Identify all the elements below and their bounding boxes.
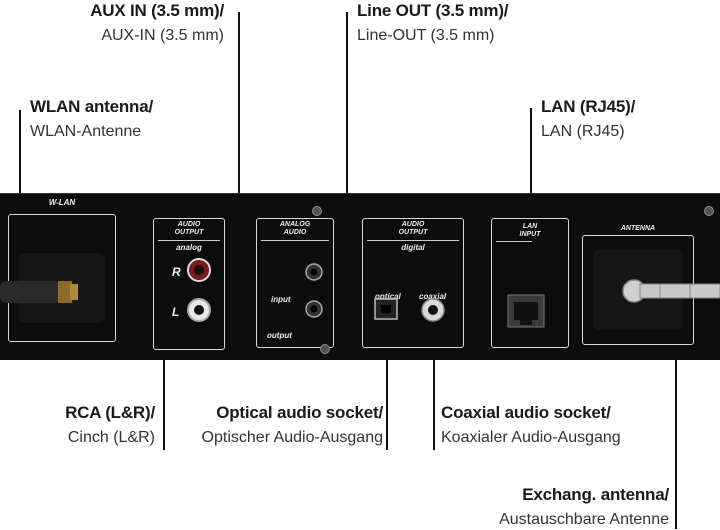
leader-optical bbox=[386, 312, 388, 450]
divider bbox=[367, 240, 459, 241]
audio-output-digital-section: AUDIO OUTPUT digital optical coaxial bbox=[362, 218, 464, 348]
label-rca: RCA (L&R)/ Cinch (L&R) bbox=[65, 402, 155, 448]
divider bbox=[496, 241, 532, 242]
leader-aux-in-v bbox=[238, 12, 240, 274]
label-coaxial-de: Koaxialer Audio-Ausgang bbox=[441, 429, 621, 446]
audio-output-digital-sub: digital bbox=[401, 243, 425, 252]
label-optical-en: Optical audio socket/ bbox=[216, 403, 383, 422]
audio-output-analog-title-1: AUDIO bbox=[177, 221, 201, 228]
leader-antenna bbox=[675, 292, 677, 529]
label-lan-en: LAN (RJ45)/ bbox=[541, 97, 636, 116]
label-optical: Optical audio socket/ Optischer Audio-Au… bbox=[201, 402, 384, 448]
line-output-label: output bbox=[267, 331, 292, 340]
label-aux-in-en: AUX IN (3.5 mm)/ bbox=[90, 1, 224, 20]
label-lan: LAN (RJ45)/ LAN (RJ45) bbox=[541, 96, 635, 142]
line-out-jack-icon bbox=[305, 300, 323, 318]
label-line-out-de: Line-OUT (3.5 mm) bbox=[357, 27, 495, 44]
label-coaxial-en: Coaxial audio socket/ bbox=[441, 403, 611, 422]
label-wlan-en: WLAN antenna/ bbox=[30, 97, 154, 116]
label-aux-in: AUX IN (3.5 mm)/ AUX-IN (3.5 mm) bbox=[90, 0, 224, 46]
label-coaxial: Coaxial audio socket/ Koaxialer Audio-Au… bbox=[441, 402, 621, 448]
rca-r-label: R bbox=[172, 265, 181, 279]
audio-output-analog-section: AUDIO OUTPUT analog R L bbox=[153, 218, 225, 350]
optical-socket-icon bbox=[374, 298, 398, 320]
audio-output-digital-title-1: AUDIO bbox=[401, 221, 425, 228]
audio-output-analog-title-2: OUTPUT bbox=[174, 229, 204, 236]
exchangeable-antenna-icon bbox=[622, 279, 720, 303]
coaxial-socket-icon bbox=[421, 298, 445, 322]
leader-line-out-v bbox=[346, 12, 348, 310]
lan-input-title-1: LAN bbox=[522, 223, 538, 230]
leader-coaxial bbox=[433, 312, 435, 450]
label-line-out: Line OUT (3.5 mm)/ Line-OUT (3.5 mm) bbox=[357, 0, 509, 46]
label-antenna-de: Austauschbare Antenne bbox=[499, 511, 669, 528]
analog-audio-title-1: ANALOG bbox=[279, 221, 311, 228]
rca-left-jack-icon bbox=[187, 298, 211, 322]
label-wlan-de: WLAN-Antenne bbox=[30, 123, 142, 140]
screw-icon bbox=[312, 206, 322, 216]
wlan-antenna-icon bbox=[0, 281, 78, 303]
label-line-out-en: Line OUT (3.5 mm)/ bbox=[357, 1, 509, 20]
label-lan-de: LAN (RJ45) bbox=[541, 123, 625, 140]
aux-input-label: input bbox=[271, 295, 291, 304]
lan-input-title-2: INPUT bbox=[519, 231, 541, 238]
label-rca-de: Cinch (L&R) bbox=[67, 429, 155, 446]
divider bbox=[261, 240, 329, 241]
antenna-title: ANTENNA bbox=[620, 225, 656, 232]
rca-right-jack-icon bbox=[187, 258, 211, 282]
leader-rca bbox=[163, 350, 165, 450]
divider bbox=[158, 240, 220, 241]
lan-input-section: LAN INPUT bbox=[491, 218, 569, 348]
wlan-title: W-LAN bbox=[48, 198, 76, 207]
rca-l-label: L bbox=[172, 305, 180, 319]
label-optical-de: Optischer Audio-Ausgang bbox=[201, 429, 383, 446]
screw-icon bbox=[320, 344, 330, 354]
label-rca-en: RCA (L&R)/ bbox=[65, 403, 155, 422]
audio-output-digital-title-2: OUTPUT bbox=[398, 229, 428, 236]
label-antenna-en: Exchang. antenna/ bbox=[522, 485, 669, 504]
analog-audio-title-2: AUDIO bbox=[283, 229, 307, 236]
aux-in-jack-icon bbox=[305, 263, 323, 281]
screw-icon bbox=[704, 206, 714, 216]
coaxial-label: coaxial bbox=[419, 292, 447, 301]
audio-output-analog-sub: analog bbox=[176, 243, 202, 252]
analog-audio-section: ANALOG AUDIO input output bbox=[256, 218, 334, 348]
lan-port-icon bbox=[507, 294, 545, 328]
optical-label: optical bbox=[375, 292, 401, 301]
back-panel: W-LAN AUDIO OUTPUT analog R L ANALOG AUD… bbox=[0, 193, 720, 360]
label-antenna: Exchang. antenna/ Austauschbare Antenne bbox=[499, 484, 669, 530]
label-aux-in-de: AUX-IN (3.5 mm) bbox=[101, 27, 224, 44]
label-wlan: WLAN antenna/ WLAN-Antenne bbox=[30, 96, 153, 142]
